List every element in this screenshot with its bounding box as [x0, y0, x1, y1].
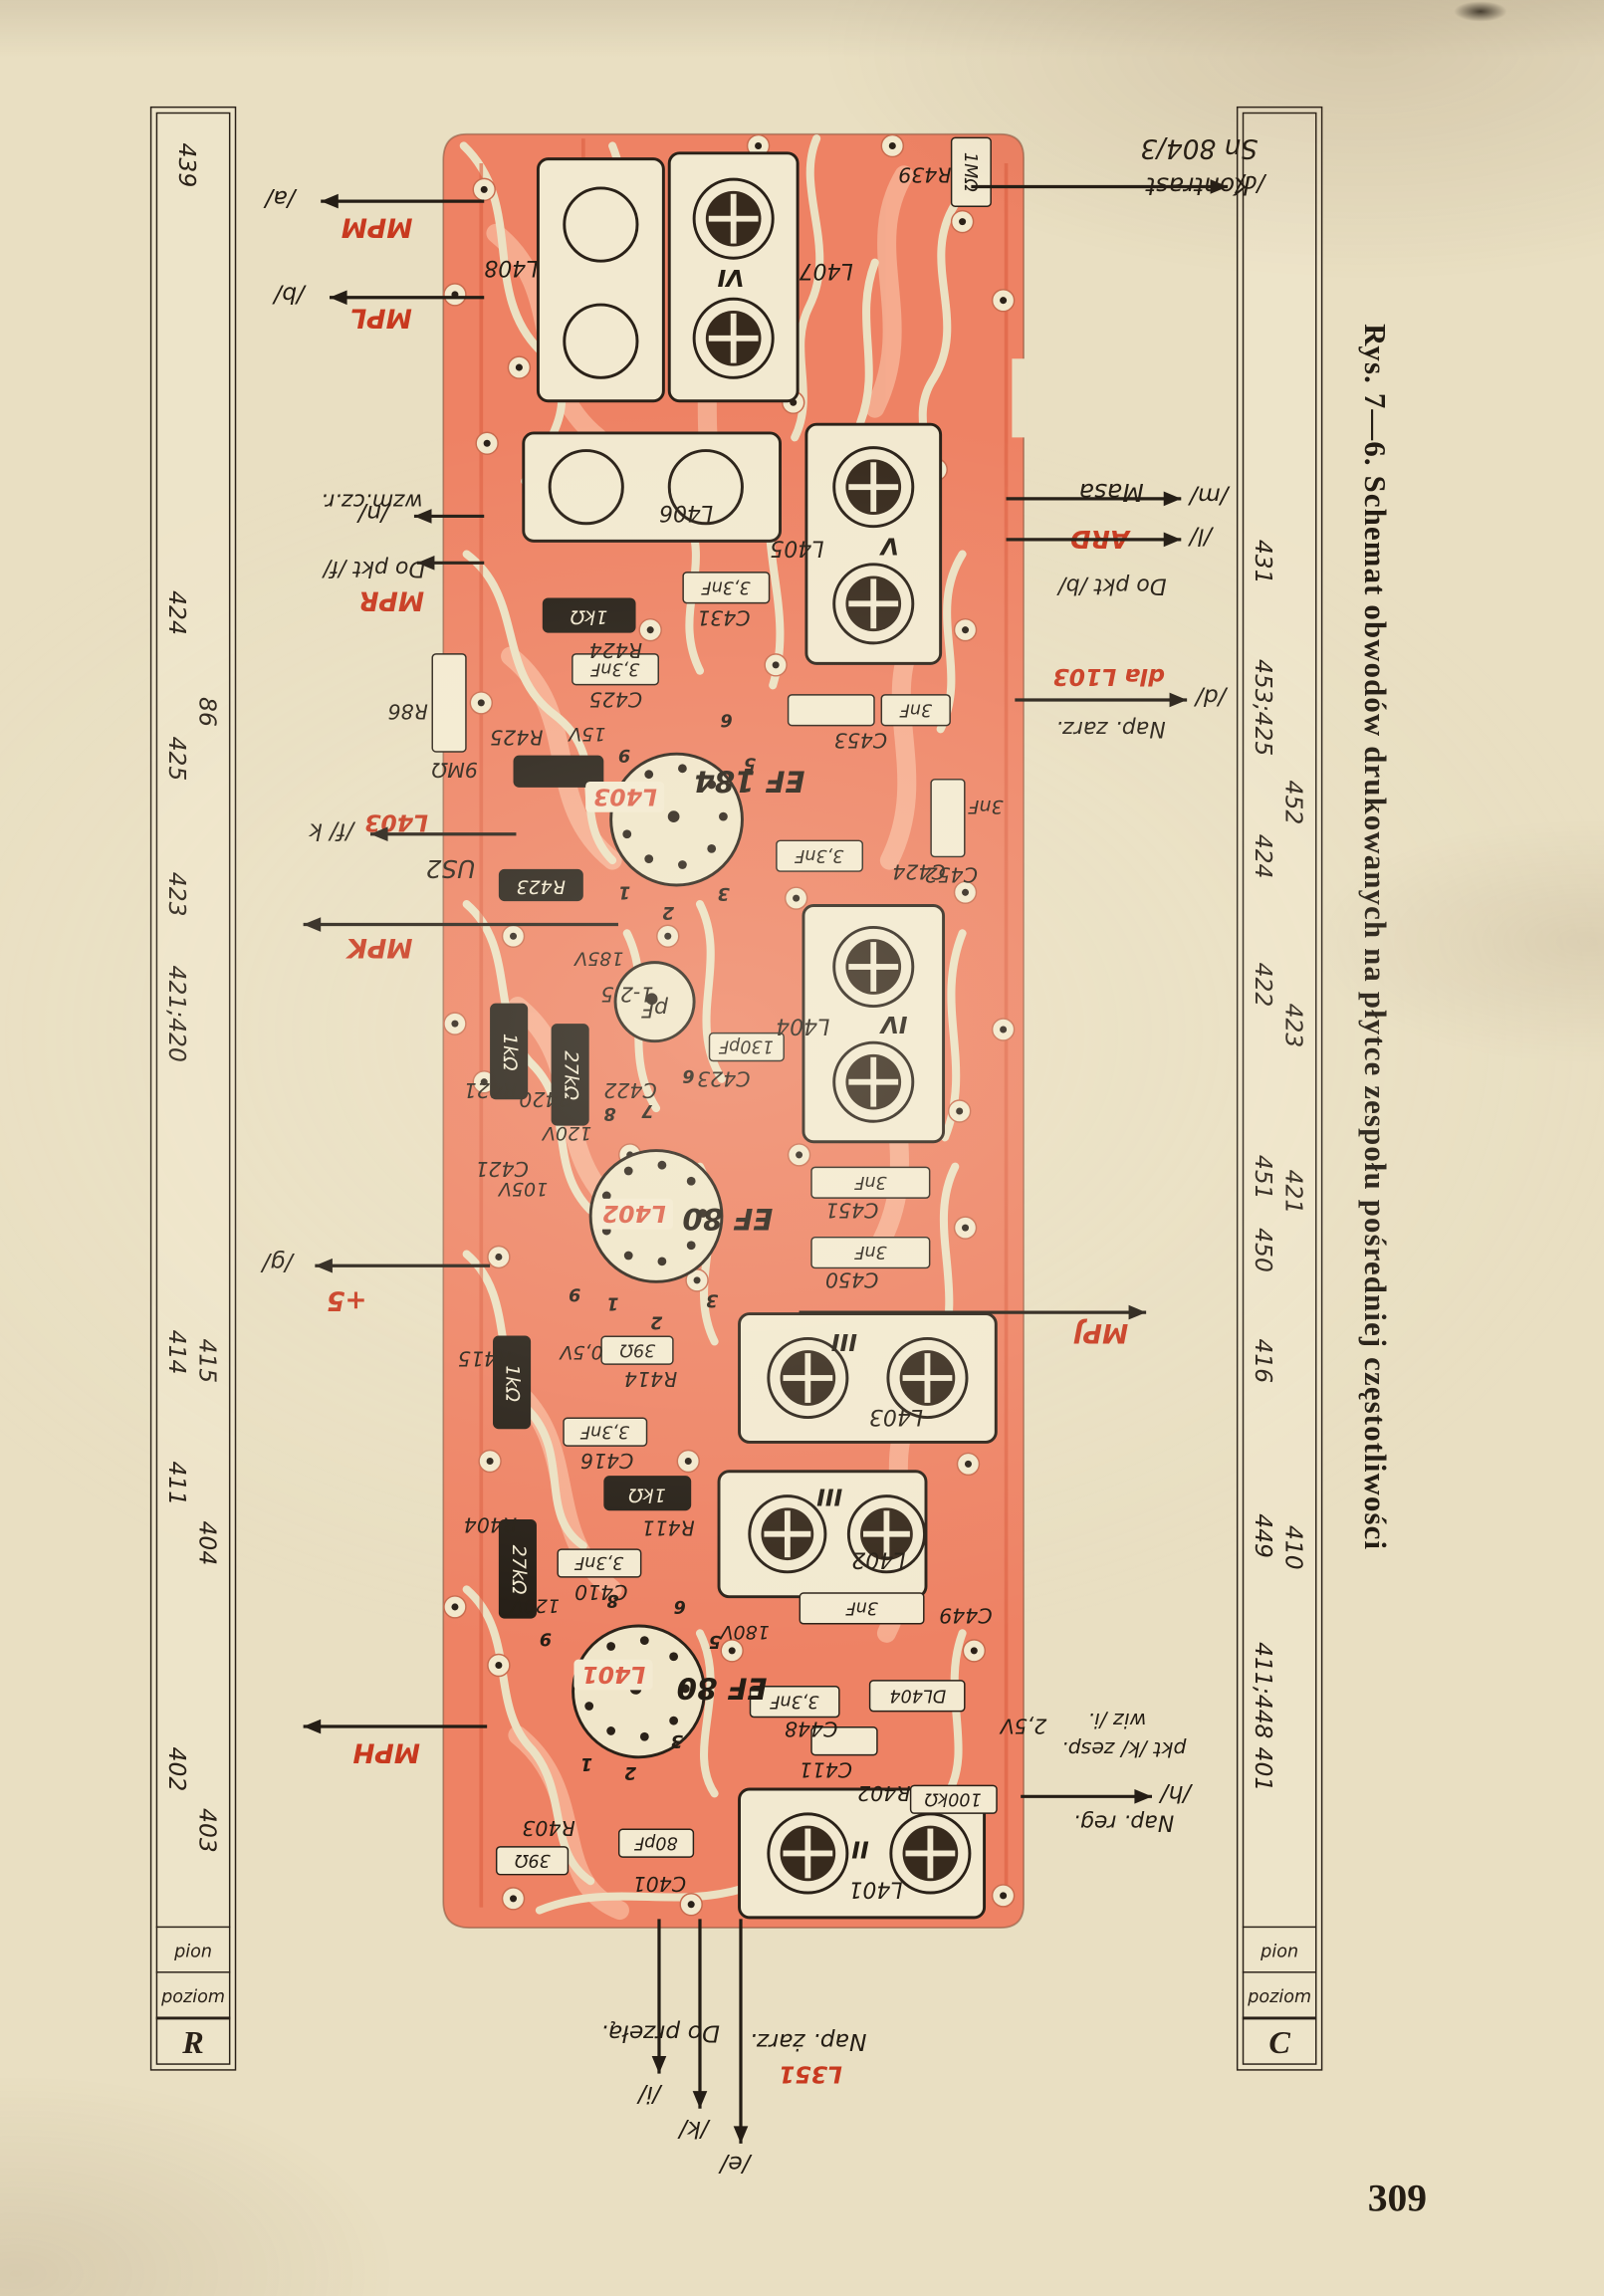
callout-arrowhead: [413, 509, 432, 524]
callout-arrowhead: [651, 2056, 667, 2074]
callout-arrowhead: [315, 1258, 333, 1273]
callout-arrowhead: [321, 193, 339, 209]
callout-arrowhead: [1163, 491, 1182, 507]
callout-arrowhead: [692, 2091, 708, 2109]
callout-arrowhead: [1210, 179, 1229, 194]
callout-arrowhead: [1169, 692, 1188, 708]
callout-arrowhead: [1163, 532, 1182, 548]
callout-arrowhead: [733, 2126, 749, 2144]
callout-arrowhead: [329, 290, 347, 306]
callout-arrowhead: [303, 1719, 322, 1734]
callout-arrowhead: [1128, 1304, 1147, 1320]
callout-arrowhead: [416, 555, 435, 571]
callout-arrowhead: [303, 917, 322, 932]
callout-arrowhead: [1134, 1789, 1152, 1804]
callout-arrowhead: [369, 826, 388, 842]
